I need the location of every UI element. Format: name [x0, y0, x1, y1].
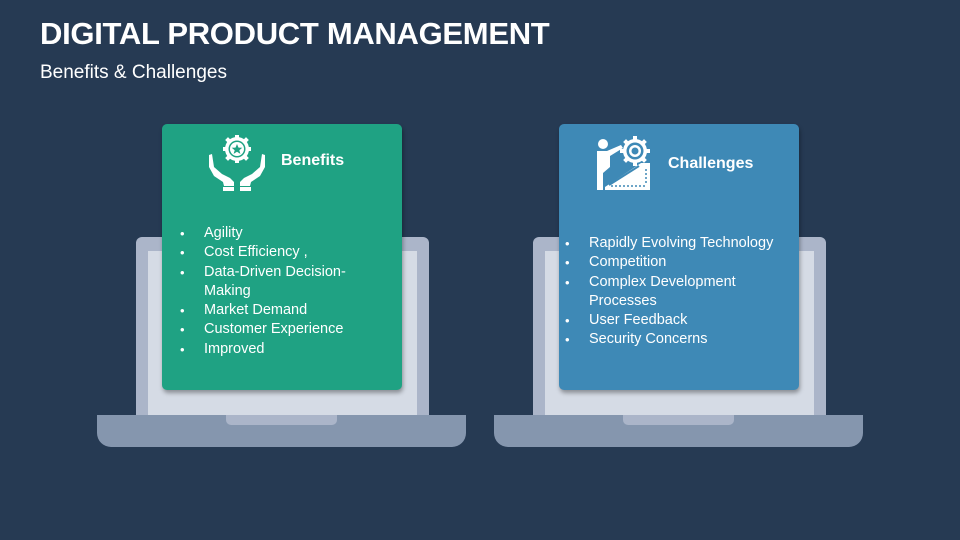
list-item: Data-Driven Decision-Making — [180, 263, 355, 302]
list-item: Customer Experience — [180, 320, 385, 340]
challenges-list: Rapidly Evolving Technology Competition … — [565, 234, 795, 350]
slide-subtitle: Benefits & Challenges — [40, 62, 227, 83]
person-climbing-gear-icon — [593, 135, 653, 198]
laptop-notch — [623, 415, 734, 425]
slide-title: DIGITAL PRODUCT MANAGEMENT — [40, 16, 550, 51]
benefits-list: Agility Cost Efficiency , Data-Driven De… — [180, 224, 385, 359]
laptop-notch — [226, 415, 337, 425]
benefits-card: Benefits Agility Cost Efficiency , Data-… — [162, 124, 402, 390]
list-item: Cost Efficiency , — [180, 243, 385, 263]
challenges-heading: Challenges — [668, 155, 754, 172]
list-item: Complex Development Processes — [565, 273, 755, 312]
list-item: Market Demand — [180, 301, 385, 321]
hands-holding-badge-icon — [206, 134, 268, 197]
benefits-heading: Benefits — [281, 152, 345, 169]
list-item: Rapidly Evolving Technology — [565, 234, 795, 254]
list-item: Agility — [180, 224, 385, 244]
list-item: Improved — [180, 340, 385, 360]
list-item: User Feedback — [565, 311, 795, 331]
challenges-card: Challenges Rapidly Evolving Technology C… — [559, 124, 799, 390]
list-item: Security Concerns — [565, 330, 795, 350]
list-item: Competition — [565, 253, 795, 273]
